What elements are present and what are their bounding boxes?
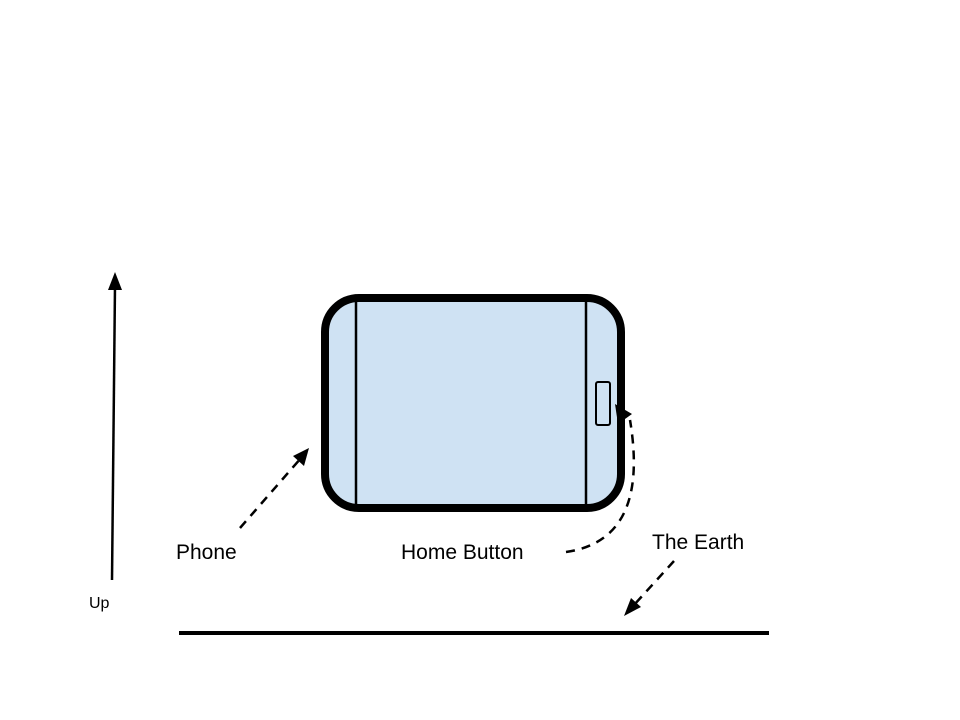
up-label: Up [89,595,110,612]
home-button-pointer-head [615,404,632,424]
earth-pointer-arrow [633,560,675,606]
up-arrow-head [108,272,122,290]
phone-pointer-head [293,448,309,466]
up-arrow [110,284,117,581]
home-button-label: Home Button [401,541,524,564]
phone-label: Phone [176,541,237,564]
earth-pointer-head [624,598,641,616]
phone-body [321,294,625,512]
phone-pointer-arrow [239,457,302,529]
earth-label: The Earth [652,531,744,554]
home-button-icon [595,381,611,426]
home-button-pointer-arrow [565,419,636,554]
